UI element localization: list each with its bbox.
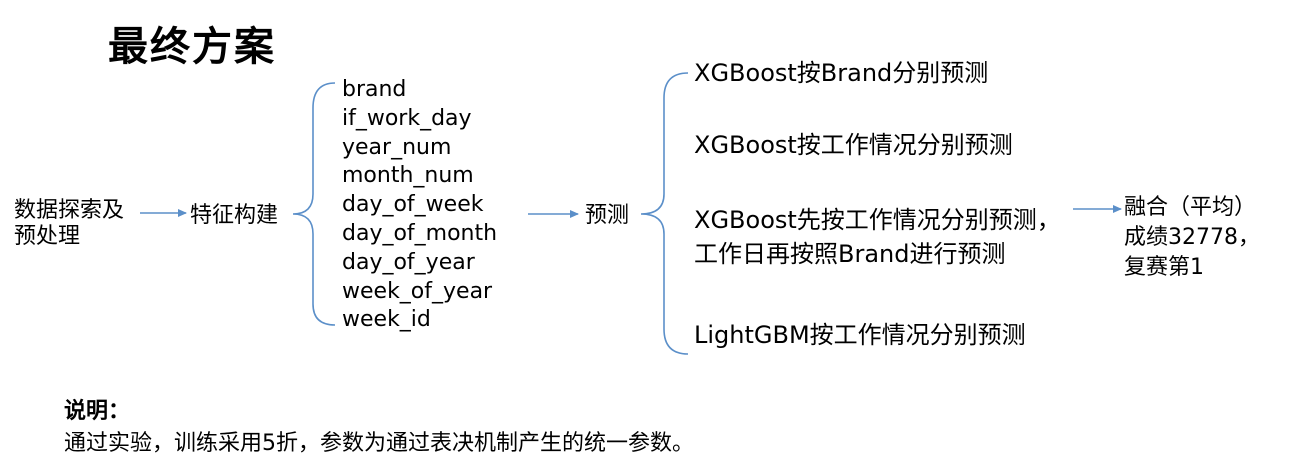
brace-methods [640, 72, 689, 355]
node-explore-line-1: 数据探索及 [14, 198, 125, 223]
feature-item: if_work_day [342, 105, 472, 131]
feature-item: day_of_year [342, 249, 475, 275]
page-title: 最终方案 [108, 24, 276, 70]
method-4: LightGBM按工作情况分别预测 [694, 318, 1026, 352]
feature-item: week_of_year [342, 278, 493, 304]
node-fusion: 融合（平均） 成绩32778， 复赛第1 [1124, 193, 1260, 283]
feature-item: day_of_week [342, 192, 484, 218]
feature-item: day_of_month [342, 220, 498, 246]
feature-item: month_num [342, 163, 474, 189]
method-1: XGBoost按Brand分别预测 [694, 56, 988, 90]
feature-item: brand [342, 77, 407, 102]
method-4-line-1: LightGBM按工作情况分别预测 [694, 321, 1026, 349]
node-fusion-line-3: 复赛第1 [1124, 255, 1204, 280]
node-fusion-line-2: 成绩32778， [1124, 225, 1260, 250]
node-explore-line-2: 预处理 [14, 224, 81, 249]
method-3-line-1: XGBoost先按工作情况分别预测， [694, 206, 1061, 234]
note-body: 通过实验，训练采用5折，参数为通过表决机制产生的统一参数。 [64, 431, 694, 456]
node-feature: 特征构建 [190, 203, 279, 228]
feature-list: brand if_work_day year_num month_num day… [342, 76, 497, 335]
method-2-line-1: XGBoost按工作情况分别预测 [694, 131, 1013, 159]
node-fusion-line-1: 融合（平均） [1124, 195, 1257, 220]
method-3: XGBoost先按工作情况分别预测， 工作日再按照Brand进行预测 [694, 203, 1061, 271]
node-explore: 数据探索及 预处理 [14, 198, 124, 250]
method-1-line-1: XGBoost按Brand分别预测 [694, 59, 989, 87]
feature-item: week_id [342, 307, 431, 333]
brace-features [292, 82, 336, 326]
feature-item: year_num [342, 134, 452, 160]
node-predict: 预测 [585, 203, 630, 228]
method-2: XGBoost按工作情况分别预测 [694, 128, 1013, 162]
method-3-line-2: 工作日再按照Brand进行预测 [694, 240, 1006, 268]
note-heading: 说明： [64, 399, 131, 424]
